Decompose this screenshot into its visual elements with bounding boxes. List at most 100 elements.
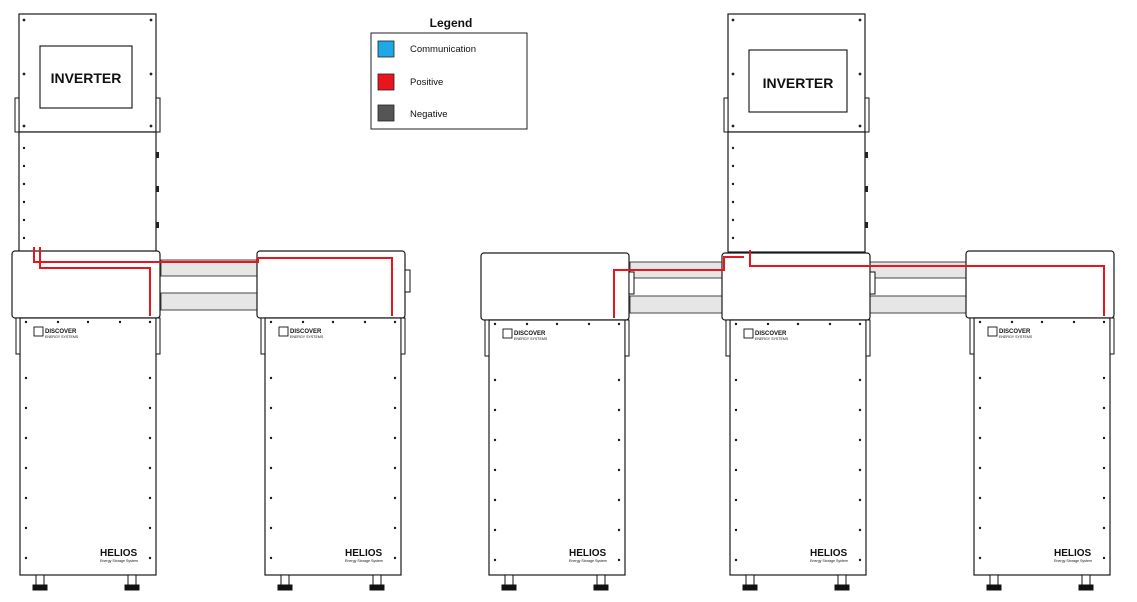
battery-4-top-connector xyxy=(869,271,876,295)
battery-5-brand: HELIOS xyxy=(1054,548,1092,559)
legend-label-communication: Communication xyxy=(410,44,476,55)
battery-5-top-module xyxy=(965,250,1115,319)
battery-4: DISCOVER ENERGY SYSTEMS HELIOS Energy St… xyxy=(721,252,876,591)
battery-5-side-rail-right xyxy=(1109,317,1115,355)
busbar-negative-right-a xyxy=(629,295,724,314)
positive-wire-left-inner xyxy=(33,247,160,263)
battery-4-feet xyxy=(742,574,850,591)
droplet-logo-icon xyxy=(278,326,289,337)
legend-title: Legend xyxy=(430,16,473,30)
battery-3-brand-sub: Energy Storage System xyxy=(569,559,607,563)
battery-4-cabinet xyxy=(729,319,867,576)
battery-4-dots xyxy=(734,322,862,562)
positive-wire-right-a xyxy=(613,256,744,318)
battery-4-logo: DISCOVER xyxy=(755,331,787,337)
droplet-logo-icon xyxy=(502,328,513,339)
droplet-logo-icon xyxy=(743,328,754,339)
battery-2-brand-sub: Energy Storage System xyxy=(345,559,383,563)
battery-5-feet xyxy=(986,574,1094,591)
battery-4-brand-sub: Energy Storage System xyxy=(810,559,848,563)
inverter-2-lower-body xyxy=(727,131,866,253)
inverter-2-side-tab-right xyxy=(864,97,870,133)
inverter-1-label-panel xyxy=(39,45,133,109)
legend-swatch-negative xyxy=(377,104,395,122)
inverter-1-knobs xyxy=(156,152,159,228)
battery-5-side-rail-left xyxy=(969,317,975,355)
battery-2-feet xyxy=(277,574,385,591)
battery-3-side-rail-left xyxy=(484,319,490,357)
inverter-2-knobs xyxy=(865,152,868,228)
battery-2-dots xyxy=(269,320,397,560)
inverter-2: INVERTER xyxy=(723,13,870,253)
battery-3-side-rail-right xyxy=(624,319,630,357)
battery-2-top-module xyxy=(256,250,406,319)
battery-3-feet xyxy=(501,574,609,591)
battery-1-feet xyxy=(32,574,140,591)
positive-wiring xyxy=(33,247,1105,318)
battery-4-side-rail-right xyxy=(865,319,871,357)
inverter-2-side-tab-left xyxy=(723,97,729,133)
battery-5-cabinet xyxy=(973,317,1111,576)
battery-2-cabinet xyxy=(264,317,402,576)
inverter-1-screws xyxy=(22,18,153,128)
battery-3-logo: DISCOVER xyxy=(514,331,546,337)
battery-5-logo: DISCOVER xyxy=(999,329,1031,335)
battery-1-side-rail-left xyxy=(15,317,21,355)
battery-5-dots xyxy=(978,320,1106,560)
battery-3-logo-sub: ENERGY SYSTEMS xyxy=(514,337,548,341)
battery-3-dots xyxy=(493,322,621,562)
inverter-2-label: INVERTER xyxy=(763,75,834,91)
battery-2-side-rail-right xyxy=(400,317,406,355)
inverter-1-lower-body xyxy=(18,131,157,253)
positive-wire-left-outer xyxy=(39,247,151,316)
battery-5: DISCOVER ENERGY SYSTEMS HELIOS Energy St… xyxy=(965,250,1115,591)
battery-3: DISCOVER ENERGY SYSTEMS HELIOS Energy St… xyxy=(480,252,635,591)
droplet-logo-icon xyxy=(33,326,44,337)
inverter-1: INVERTER xyxy=(14,13,161,253)
battery-2-top-connector xyxy=(404,269,411,293)
legend: Legend Communication Positive Negative xyxy=(370,16,528,130)
battery-3-top-module xyxy=(480,252,630,321)
battery-2-brand: HELIOS xyxy=(345,548,383,559)
battery-2-logo-sub: ENERGY SYSTEMS xyxy=(290,335,324,339)
busbar-negative-right-b xyxy=(869,295,968,314)
battery-3-cabinet xyxy=(488,319,626,576)
battery-3-brand: HELIOS xyxy=(569,548,607,559)
battery-5-logo-sub: ENERGY SYSTEMS xyxy=(999,335,1033,339)
battery-1-logo-sub: ENERGY SYSTEMS xyxy=(45,335,79,339)
legend-label-negative: Negative xyxy=(410,109,448,120)
inverter-2-dots xyxy=(731,146,735,240)
battery-4-side-rail-left xyxy=(725,319,731,357)
busbars-left xyxy=(160,259,259,311)
battery-2: DISCOVER ENERGY SYSTEMS HELIOS Energy St… xyxy=(256,250,411,591)
battery-1-logo: DISCOVER xyxy=(45,329,77,335)
inverter-1-label: INVERTER xyxy=(51,70,122,86)
droplet-logo-icon xyxy=(987,326,998,337)
battery-1-side-rail-right xyxy=(155,317,161,355)
battery-5-brand-sub: Energy Storage System xyxy=(1054,559,1092,563)
legend-box xyxy=(370,32,528,130)
battery-1-cabinet xyxy=(19,317,157,576)
inverter-1-side-tab-left xyxy=(14,97,20,133)
inverter-2-label-panel xyxy=(748,49,848,113)
legend-swatch-positive xyxy=(377,73,395,91)
busbar-positive-right-b xyxy=(869,261,968,279)
inverter-1-side-tab-right xyxy=(155,97,161,133)
battery-4-top-module xyxy=(721,252,871,321)
battery-3-top-connector xyxy=(628,271,635,295)
legend-label-positive: Positive xyxy=(410,77,443,88)
busbar-negative-left xyxy=(160,292,259,311)
battery-1-brand-sub: Energy Storage System xyxy=(100,559,138,563)
battery-4-brand: HELIOS xyxy=(810,548,848,559)
battery-2-logo: DISCOVER xyxy=(290,329,322,335)
battery-2-side-rail-left xyxy=(260,317,266,355)
positive-wire-left-bus xyxy=(160,257,393,316)
inverter-1-dots xyxy=(22,146,26,240)
inverter-2-screws xyxy=(731,18,862,128)
legend-swatch-communication xyxy=(377,40,395,58)
battery-4-logo-sub: ENERGY SYSTEMS xyxy=(755,337,789,341)
battery-1-brand: HELIOS xyxy=(100,548,138,559)
battery-1: DISCOVER ENERGY SYSTEMS HELIOS Energy St… xyxy=(11,250,161,591)
battery-1-dots xyxy=(24,320,152,560)
